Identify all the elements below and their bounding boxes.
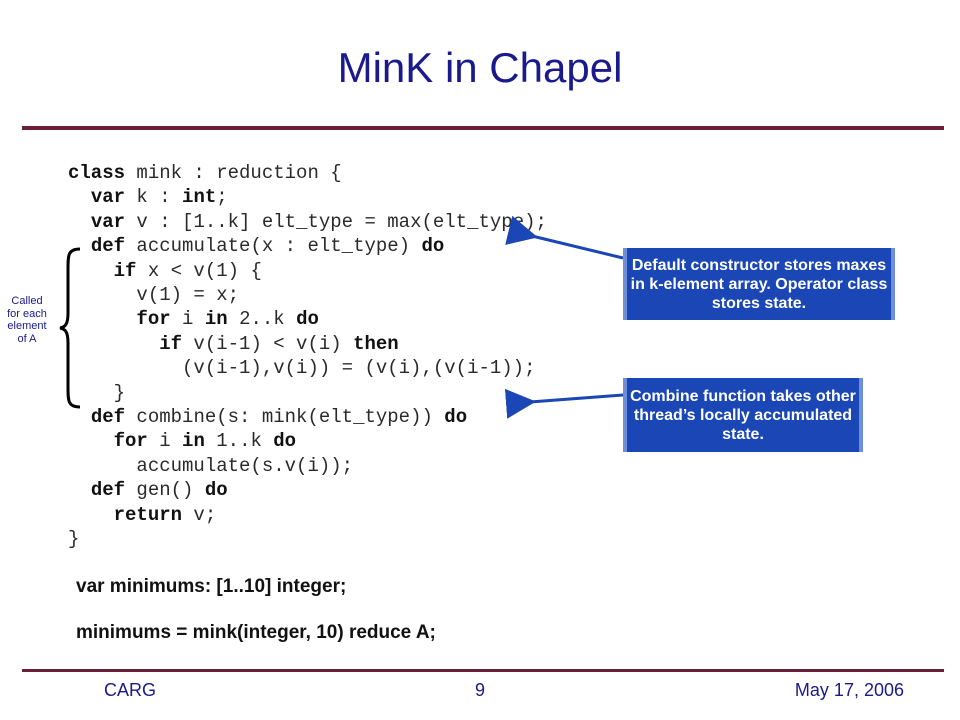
curly-brace-icon — [59, 247, 81, 409]
top-divider — [22, 126, 944, 130]
callout-default-constructor: Default constructor stores maxes in k-el… — [623, 248, 895, 320]
code-line-5: if x < v(1) { — [113, 259, 262, 282]
code-line-16: } — [68, 528, 80, 551]
code-line-1: class mink : reduction { — [68, 162, 342, 184]
side-note-line: of A — [17, 332, 37, 345]
code-line-7: for i in 2..k do — [136, 308, 319, 331]
code-line-13: accumulate(s.v(i)); — [68, 454, 354, 477]
side-note: Called for each element of A — [0, 295, 54, 345]
slide-title: MinK in Chapel — [337, 44, 623, 91]
footer-date: May 17, 2006 — [794, 680, 904, 700]
code-line-11: def combine(s: mink(elt_type)) do — [90, 406, 468, 429]
side-note-line: Called — [11, 295, 43, 307]
callout-text: Default constructor stores maxes in k-el… — [630, 256, 888, 312]
code-line-15: return v; — [113, 503, 217, 526]
statement-declaration: var minimums: [1..10] integer; — [76, 576, 347, 597]
code-line-8: if v(i-1) < v(i) then — [159, 332, 399, 355]
code-block: class mink : reduction { var k : int; va… — [68, 161, 547, 552]
arrow-to-var-v — [505, 215, 624, 260]
footer-org: CARG — [104, 680, 157, 700]
arrow-to-combine — [504, 388, 624, 419]
side-note-line: element — [7, 320, 47, 332]
callout-text: Combine function takes other thread’s lo… — [630, 387, 856, 443]
code-line-2: var k : int; — [90, 186, 228, 209]
statement-reduce: minimums = mink(integer, 10) reduce A; — [76, 622, 436, 643]
callout-combine-function: Combine function takes other thread’s lo… — [623, 378, 863, 452]
code-line-12: for i in 1..k do — [113, 430, 297, 453]
code-line-9: (v(i-1),v(i)) = (v(i),(v(i-1)); — [68, 357, 536, 380]
code-line-4: def accumulate(x : elt_type) do — [90, 235, 445, 258]
code-line-14: def gen() do — [90, 479, 228, 502]
bottom-divider — [22, 669, 944, 672]
code-line-10: } — [68, 381, 126, 404]
slide-number: 9 — [474, 680, 485, 700]
code-line-6: v(1) = x; — [68, 284, 240, 307]
side-note-line: for each — [7, 307, 47, 320]
